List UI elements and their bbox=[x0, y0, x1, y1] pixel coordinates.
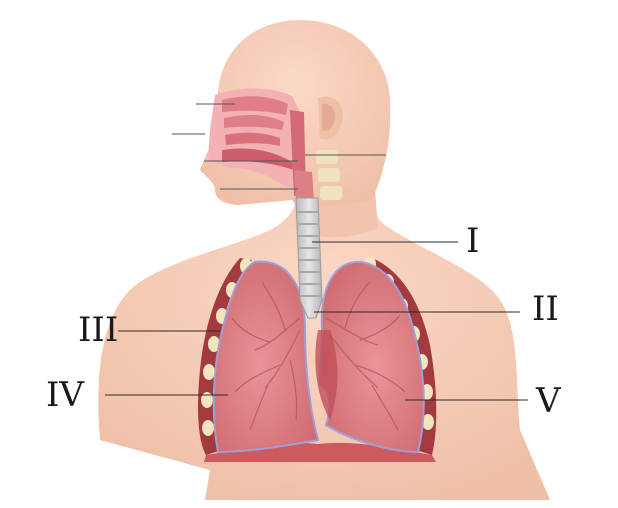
left-lung bbox=[212, 260, 320, 454]
label-iii: III bbox=[78, 310, 118, 350]
trachea bbox=[295, 197, 323, 319]
right-lung bbox=[315, 260, 425, 454]
larynx bbox=[294, 170, 314, 200]
label-iv: IV bbox=[46, 375, 85, 415]
cervical-vertebrae bbox=[316, 150, 342, 200]
body-silhouette bbox=[98, 20, 550, 500]
head-leader-lines bbox=[172, 103, 386, 190]
nasal-cavity bbox=[208, 88, 306, 196]
label-v: V bbox=[535, 381, 562, 421]
label-ii: II bbox=[532, 289, 559, 329]
label-i: I bbox=[466, 221, 479, 261]
